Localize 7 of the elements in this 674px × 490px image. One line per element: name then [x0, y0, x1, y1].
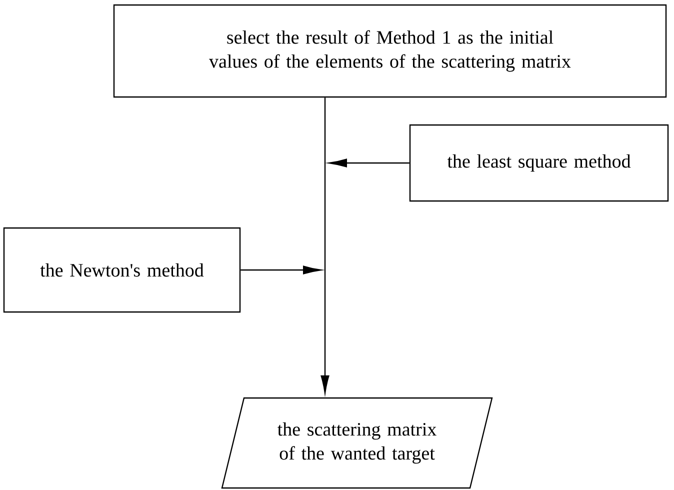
arrow — [240, 266, 322, 274]
process-box: select the result of Method 1 as the initial values of the elements of the scattering matrix — [113, 4, 667, 98]
data-parallelogram: the scattering matrix of the wanted target — [221, 397, 493, 489]
arrow — [320, 98, 330, 394]
arrow — [328, 158, 410, 168]
process-box: the Newton's method — [3, 227, 241, 313]
process-box: the least square method — [409, 124, 669, 202]
